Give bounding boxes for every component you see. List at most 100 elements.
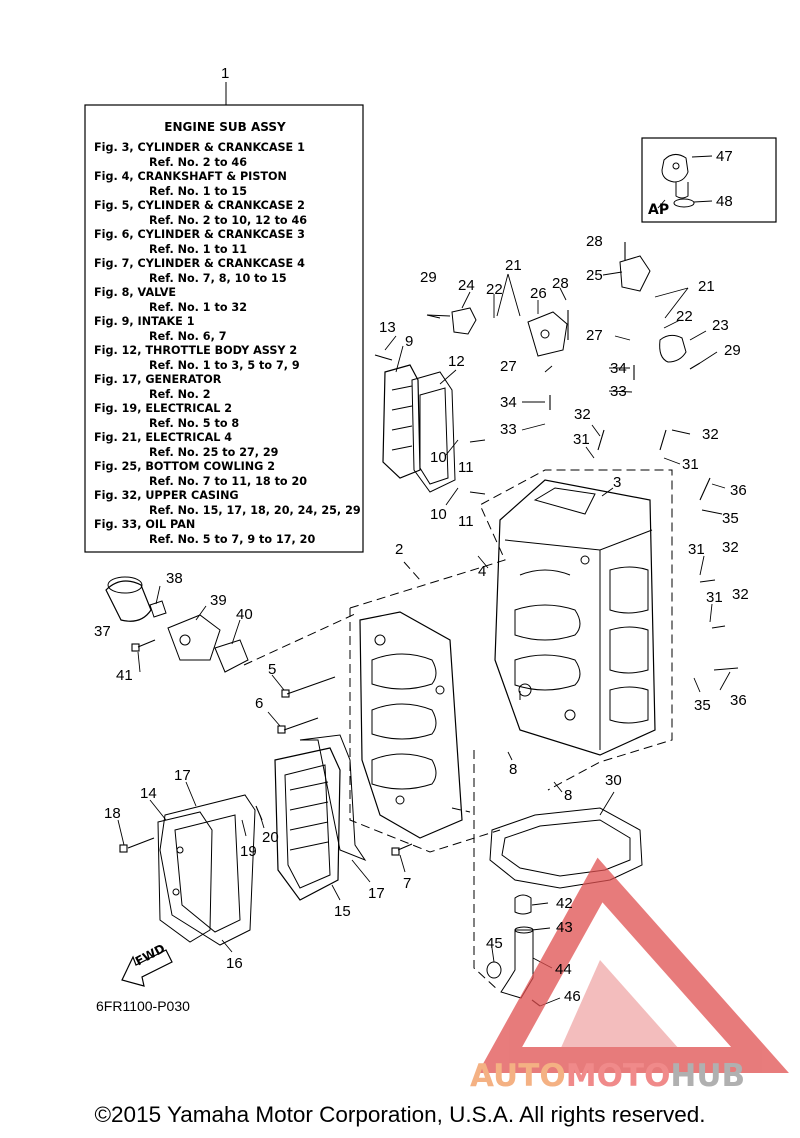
callout-22: 22 — [676, 308, 693, 325]
cover-gasket-17 — [159, 794, 256, 946]
ref-figure-line: Fig. 12, THROTTLE BODY ASSY 2 — [94, 344, 298, 357]
callout-14: 14 — [140, 785, 157, 802]
callout-34: 34 — [610, 360, 627, 377]
callout-10: 10 — [430, 506, 447, 523]
ap-inset-label: AP — [648, 202, 670, 218]
fitting-24 — [451, 307, 477, 335]
intake-cover-9 — [382, 364, 421, 479]
diagram-code: 6FR1100-P030 — [96, 998, 190, 1014]
callout-42: 42 — [556, 895, 573, 912]
callout-44: 44 — [555, 961, 572, 978]
callout-33: 33 — [500, 421, 517, 438]
watermark-part-2: MOTO — [565, 1058, 671, 1094]
callout-19: 19 — [240, 843, 257, 860]
callout-31: 31 — [573, 431, 590, 448]
callout-15: 15 — [334, 903, 351, 920]
callout-43: 43 — [556, 919, 573, 936]
fitting-25 — [619, 255, 651, 292]
callout-5: 5 — [268, 661, 277, 678]
ref-range-line: Ref. No. 1 to 32 — [149, 300, 247, 314]
callout-32: 32 — [722, 539, 739, 556]
callout-17: 17 — [368, 885, 385, 902]
callout-21: 21 — [505, 257, 522, 274]
ref-figure-line: Fig. 17, GENERATOR — [94, 373, 222, 386]
callout-36: 36 — [730, 692, 747, 709]
ref-range-line: Ref. No. 7, 8, 10 to 15 — [149, 271, 287, 285]
callout-26: 26 — [530, 285, 547, 302]
callout-28: 28 — [552, 275, 569, 292]
callout-27: 27 — [500, 358, 517, 375]
callout-29: 29 — [420, 269, 437, 286]
callout-27: 27 — [586, 327, 603, 344]
cylinder-block — [494, 479, 656, 756]
callout-23: 23 — [712, 317, 729, 334]
callout-18: 18 — [104, 805, 121, 822]
callout-11: 11 — [458, 513, 474, 530]
callout-41: 41 — [116, 667, 133, 684]
gasket-30 — [489, 807, 643, 889]
callout-32: 32 — [732, 586, 749, 603]
crankcase — [359, 611, 463, 839]
callout-16: 16 — [226, 955, 243, 972]
callout-36: 36 — [730, 482, 747, 499]
ref-box-title: ENGINE SUB ASSY — [164, 120, 286, 134]
ap-inset-frame — [641, 137, 777, 223]
callout-47: 47 — [716, 148, 733, 165]
callout-31: 31 — [706, 589, 723, 606]
callout-21: 21 — [698, 278, 715, 295]
callout-34: 34 — [500, 394, 517, 411]
callout-12: 12 — [448, 353, 465, 370]
callout-45: 45 — [486, 935, 503, 952]
ref-range-line: Ref. No. 2 — [149, 387, 211, 401]
callout-24: 24 — [458, 277, 475, 294]
callout-28: 28 — [586, 233, 603, 250]
ref-figure-line: Fig. 4, CRANKSHAFT & PISTON — [94, 170, 287, 183]
callout-40: 40 — [236, 606, 253, 623]
ref-range-line: Ref. No. 1 to 15 — [149, 184, 247, 198]
ref-figure-line: Fig. 8, VALVE — [94, 286, 177, 299]
clip-48-icon — [673, 198, 713, 208]
callout-35: 35 — [722, 510, 739, 527]
oil-filter-37 — [105, 576, 152, 622]
callout-37: 37 — [94, 623, 111, 640]
callout-2: 2 — [395, 541, 404, 558]
callout-29: 29 — [724, 342, 741, 359]
callout-31: 31 — [682, 456, 699, 473]
ref-figure-line: Fig. 5, CYLINDER & CRANKCASE 2 — [94, 199, 305, 212]
gasket-17b — [299, 734, 367, 862]
ref-figure-line: Fig. 32, UPPER CASING — [94, 489, 239, 502]
callout-8: 8 — [564, 787, 573, 804]
copyright-notice: ©2015 Yamaha Motor Corporation, U.S.A. A… — [94, 1102, 706, 1127]
callout-3: 3 — [613, 474, 622, 491]
callout-11: 11 — [458, 459, 474, 476]
ref-range-line: Ref. No. 2 to 46 — [149, 155, 247, 169]
fitting-47-icon — [661, 154, 713, 199]
callout-48: 48 — [716, 193, 733, 210]
ref-range-line: Ref. No. 5 to 7, 9 to 17, 20 — [149, 532, 316, 546]
ref-figure-line: Fig. 9, INTAKE 1 — [94, 315, 195, 328]
callout-13: 13 — [379, 319, 396, 336]
elbow-23 — [659, 334, 687, 363]
watermark-logo-icon — [477, 857, 789, 1073]
callout-17: 17 — [174, 767, 191, 784]
ref-figure-line: Fig. 7, CYLINDER & CRANKCASE 4 — [94, 257, 305, 270]
callout-4: 4 — [478, 563, 487, 580]
callout-38: 38 — [166, 570, 183, 587]
callout-32: 32 — [574, 406, 591, 423]
watermark-text: AUTOMOTOHUB — [470, 1058, 745, 1094]
gasket-40 — [214, 639, 249, 673]
callout-9: 9 — [405, 333, 414, 350]
strainer-42 — [514, 894, 532, 915]
ref-figure-line: Fig. 6, CYLINDER & CRANKCASE 3 — [94, 228, 305, 241]
watermark-part-1: AUTO — [470, 1058, 566, 1094]
ref-figure-line: Fig. 19, ELECTRICAL 2 — [94, 402, 233, 415]
callout-1: 1 — [221, 65, 230, 82]
union-38 — [149, 600, 167, 618]
callout-8: 8 — [509, 761, 518, 778]
ref-range-line: Ref. No. 1 to 3, 5 to 7, 9 — [149, 358, 300, 372]
ref-range-line: Ref. No. 7 to 11, 18 to 20 — [149, 474, 308, 488]
callout-46: 46 — [564, 988, 581, 1005]
callout-10: 10 — [430, 449, 447, 466]
